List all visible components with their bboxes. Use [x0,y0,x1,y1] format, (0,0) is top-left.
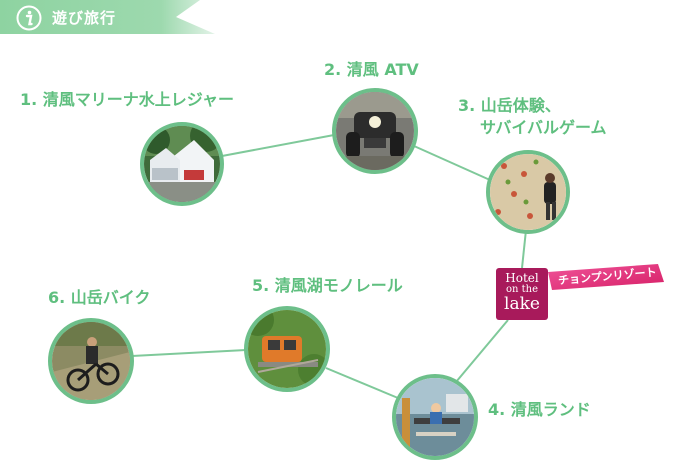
spot-label-bike[interactable]: 6. 山岳バイク [48,288,151,307]
header-banner [0,0,215,34]
spot-label-land[interactable]: 4. 清風ランド [488,400,591,419]
resort-tag [548,264,664,290]
photo-mountain-bike[interactable] [48,318,134,404]
hotel-logo-line1: Hotel [505,271,539,285]
spot-label-survival-line2[interactable]: サバイバルゲーム [480,118,607,137]
route-line-2-3 [413,145,491,181]
hotel-logo-line3: lake [504,294,540,314]
route-line-3-hotel [521,229,527,269]
route-line-1-2 [221,134,335,157]
hotel-logo-line2: on the [505,284,539,295]
route-line-5-6 [131,349,247,357]
spot-label-marina[interactable]: 1. 清風マリーナ水上レジャー [20,90,234,109]
photo-mountain-survival[interactable] [486,150,570,234]
info-icon [16,5,42,31]
route-line-4-5 [325,367,399,399]
page-title: 遊び旅行 [52,9,117,27]
photo-marina-leisure[interactable] [140,122,224,206]
route-line-hotel-4 [455,319,509,383]
spot-label-survival-line1[interactable]: 3. 山岳体験、 [458,96,561,115]
spot-label-atv[interactable]: 2. 清風 ATV [324,60,419,79]
photo-lake-monorail[interactable] [244,306,330,392]
photo-land[interactable] [392,374,478,460]
hotel-logo[interactable]: Hotel on the lake [496,268,548,320]
photo-atv[interactable] [332,88,418,174]
spot-label-monorail[interactable]: 5. 清風湖モノレール [252,276,403,295]
